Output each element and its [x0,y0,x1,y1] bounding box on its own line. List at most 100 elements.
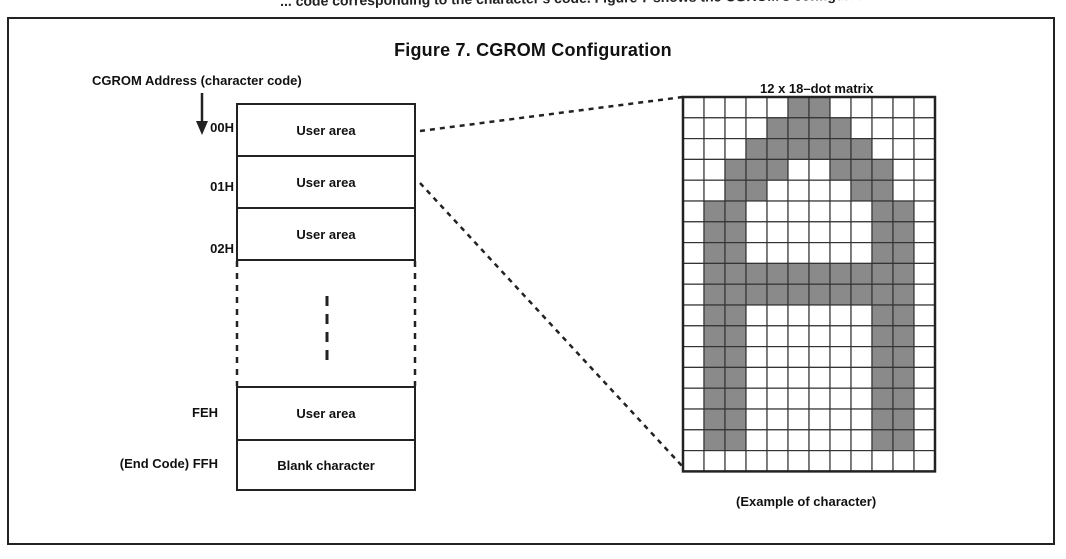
matrix-dot [745,408,768,431]
matrix-dot [682,304,705,327]
matrix-dot [892,346,915,369]
memory-cell-ffh: Blank character [236,439,416,491]
matrix-dot [829,346,852,369]
matrix-dot [703,158,726,181]
matrix-dot [745,117,768,140]
matrix-dot [682,158,705,181]
matrix-dot [745,179,768,202]
matrix-dot [808,304,831,327]
matrix-dot [829,200,852,223]
matrix-dot [745,429,768,452]
matrix-dot [682,138,705,161]
matrix-dot [913,221,936,244]
matrix-dot [808,117,831,140]
matrix-dot [766,304,789,327]
matrix-dot [745,242,768,265]
matrix-dot [724,283,747,306]
dot-matrix [681,95,937,473]
matrix-dot [787,408,810,431]
matrix-dot [787,200,810,223]
matrix-dot [829,96,852,119]
matrix-dot [703,242,726,265]
matrix-dot [850,325,873,348]
memory-cell-02h: User area [236,207,416,261]
matrix-dot [724,158,747,181]
matrix-dot [766,450,789,473]
figure-frame [7,17,1055,545]
matrix-dot [787,429,810,452]
matrix-dot [850,117,873,140]
matrix-dot [829,221,852,244]
matrix-dot [766,242,789,265]
matrix-dot [808,242,831,265]
matrix-dot [703,346,726,369]
matrix-dot [892,200,915,223]
matrix-dot [913,138,936,161]
matrix-dot [703,262,726,285]
matrix-dot [913,387,936,410]
matrix-dot [913,200,936,223]
matrix-dot [808,346,831,369]
matrix-dot [829,117,852,140]
matrix-dot [703,387,726,410]
matrix-dot [892,242,915,265]
matrix-dot [766,117,789,140]
memory-cell-content: User area [296,406,356,421]
matrix-label: 12 x 18–dot matrix [760,81,874,96]
memory-cell-content: User area [296,174,356,190]
matrix-dot [724,429,747,452]
memory-cell-feh: User area [236,386,416,441]
matrix-dot [829,450,852,473]
matrix-dot [808,221,831,244]
matrix-dot [892,96,915,119]
matrix-dot [850,221,873,244]
matrix-dot [871,387,894,410]
matrix-dot [724,408,747,431]
matrix-dot [766,325,789,348]
matrix-dot [892,138,915,161]
matrix-dot [703,304,726,327]
memory-cell-content: User area [296,122,356,138]
matrix-dot [871,221,894,244]
matrix-dot [745,325,768,348]
matrix-dot [913,283,936,306]
matrix-dot [913,179,936,202]
matrix-dot [745,366,768,389]
matrix-dot [682,429,705,452]
matrix-dot [766,283,789,306]
row-address-02h: 02H [210,241,234,256]
matrix-dot [892,158,915,181]
address-label: CGROM Address (character code) [92,73,302,88]
matrix-dot [682,408,705,431]
matrix-dot [703,325,726,348]
matrix-dot [787,387,810,410]
matrix-dot [871,366,894,389]
matrix-dot [682,325,705,348]
matrix-dot [850,346,873,369]
matrix-dot [724,221,747,244]
matrix-dot [892,366,915,389]
matrix-dot [682,262,705,285]
matrix-dot [703,96,726,119]
matrix-dot [829,366,852,389]
matrix-dot [871,179,894,202]
matrix-dot [787,242,810,265]
matrix-dot [829,158,852,181]
matrix-dot [892,221,915,244]
matrix-dot [787,96,810,119]
projection-line-top [419,95,684,133]
row-address-ffh: (End Code) FFH [119,456,218,471]
matrix-dot [745,138,768,161]
matrix-dot [829,242,852,265]
matrix-dot [850,429,873,452]
matrix-dot [745,346,768,369]
matrix-dot [829,179,852,202]
matrix-dot [787,138,810,161]
matrix-dot [871,450,894,473]
matrix-dot [766,221,789,244]
matrix-dot [724,200,747,223]
matrix-dot [766,200,789,223]
matrix-dot [682,450,705,473]
matrix-dot [850,179,873,202]
matrix-dot [829,325,852,348]
